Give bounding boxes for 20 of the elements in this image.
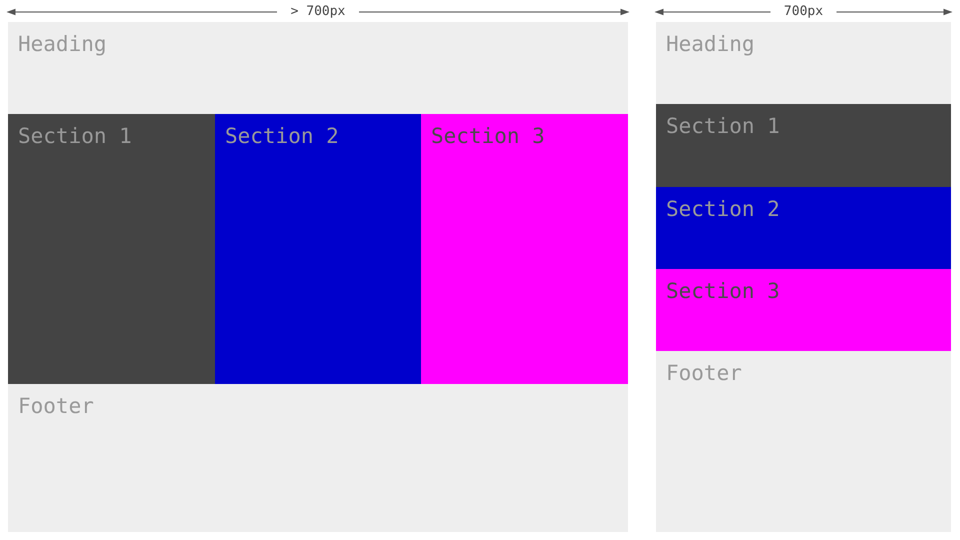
region-label: Footer: [666, 361, 742, 386]
region-label: Section 1: [18, 124, 132, 149]
section-row: [656, 187, 951, 269]
region-label: Section 2: [666, 197, 780, 222]
region-label: Section 3: [666, 279, 780, 304]
region-label: Heading: [18, 32, 107, 57]
region-label: Footer: [18, 394, 94, 419]
region-label: Section 3: [431, 124, 545, 149]
region-label: Section 1: [666, 114, 780, 139]
region-label: Heading: [666, 32, 755, 57]
footer-region: [656, 351, 951, 532]
section-column: [421, 114, 628, 384]
region-label: Section 2: [225, 124, 339, 149]
section-column: [215, 114, 421, 384]
header-region: [8, 22, 628, 114]
section-row: [656, 269, 951, 351]
footer-region: [8, 384, 628, 532]
section-column: [8, 114, 215, 384]
header-region: [656, 22, 951, 104]
section-row: [656, 104, 951, 187]
